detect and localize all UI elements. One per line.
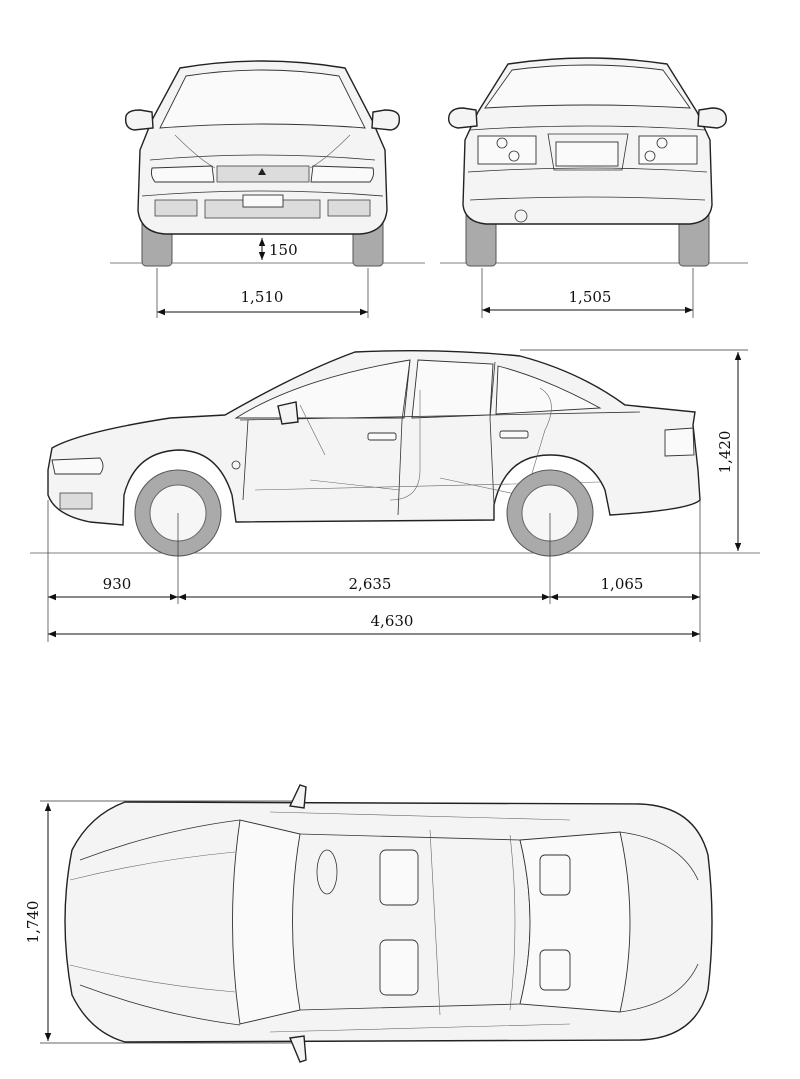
overall-width-label: 1,740: [24, 901, 42, 944]
side-headlight: [51, 457, 104, 475]
front-left-mirror: [124, 109, 154, 131]
top-front-right-seat: [379, 939, 419, 996]
overall-length-label: 4,630: [371, 612, 414, 630]
rear-license-plate: [555, 141, 619, 167]
wheelbase-label: 2,635: [349, 575, 392, 593]
front-track-label: 1,510: [241, 288, 284, 306]
side-mirror: [277, 401, 299, 425]
rear-door-handle: [499, 430, 529, 439]
rear-track-label: 1,505: [569, 288, 612, 306]
front-right-fog-grille: [327, 199, 371, 217]
top-windshield: [232, 819, 301, 1025]
rear-window: [484, 64, 691, 109]
rear-right-taillight: [638, 135, 698, 165]
height-label: 1,420: [716, 431, 734, 474]
front-license-plate: [242, 194, 284, 208]
top-left-mirror: [288, 784, 307, 809]
side-quarter-window: [495, 365, 602, 415]
rear-view: 1,505: [440, 57, 748, 318]
front-view: 150 1,510: [110, 60, 425, 318]
steering-wheel: [316, 849, 338, 895]
exhaust-pipe: [514, 209, 528, 223]
ground-clearance-label: 150: [269, 241, 298, 259]
front-right-mirror: [371, 109, 401, 131]
rear-overhang-label: 1,065: [601, 575, 644, 593]
rear-right-mirror: [697, 107, 727, 129]
side-view: 1,420 930 2,635 1,065 4,630: [30, 349, 760, 642]
front-right-headlight: [310, 165, 375, 183]
top-right-mirror: [289, 1035, 307, 1063]
side-front-grille: [59, 492, 93, 510]
top-front-left-seat: [379, 849, 419, 906]
top-rear-right-headrest: [539, 949, 571, 991]
top-rear-window: [519, 831, 631, 1013]
rear-left-mirror: [448, 107, 478, 129]
top-view: 1,740: [24, 784, 713, 1063]
front-windshield: [159, 69, 366, 129]
rear-left-taillight: [477, 135, 537, 165]
front-door-handle: [367, 432, 397, 441]
top-rear-left-headrest: [539, 854, 571, 896]
front-left-headlight: [150, 165, 215, 183]
brand-emblem-icon: [258, 168, 266, 175]
side-rear-window: [411, 359, 494, 419]
side-taillight: [664, 427, 695, 457]
front-left-fog-grille: [154, 199, 198, 217]
front-overhang-label: 930: [103, 575, 132, 593]
